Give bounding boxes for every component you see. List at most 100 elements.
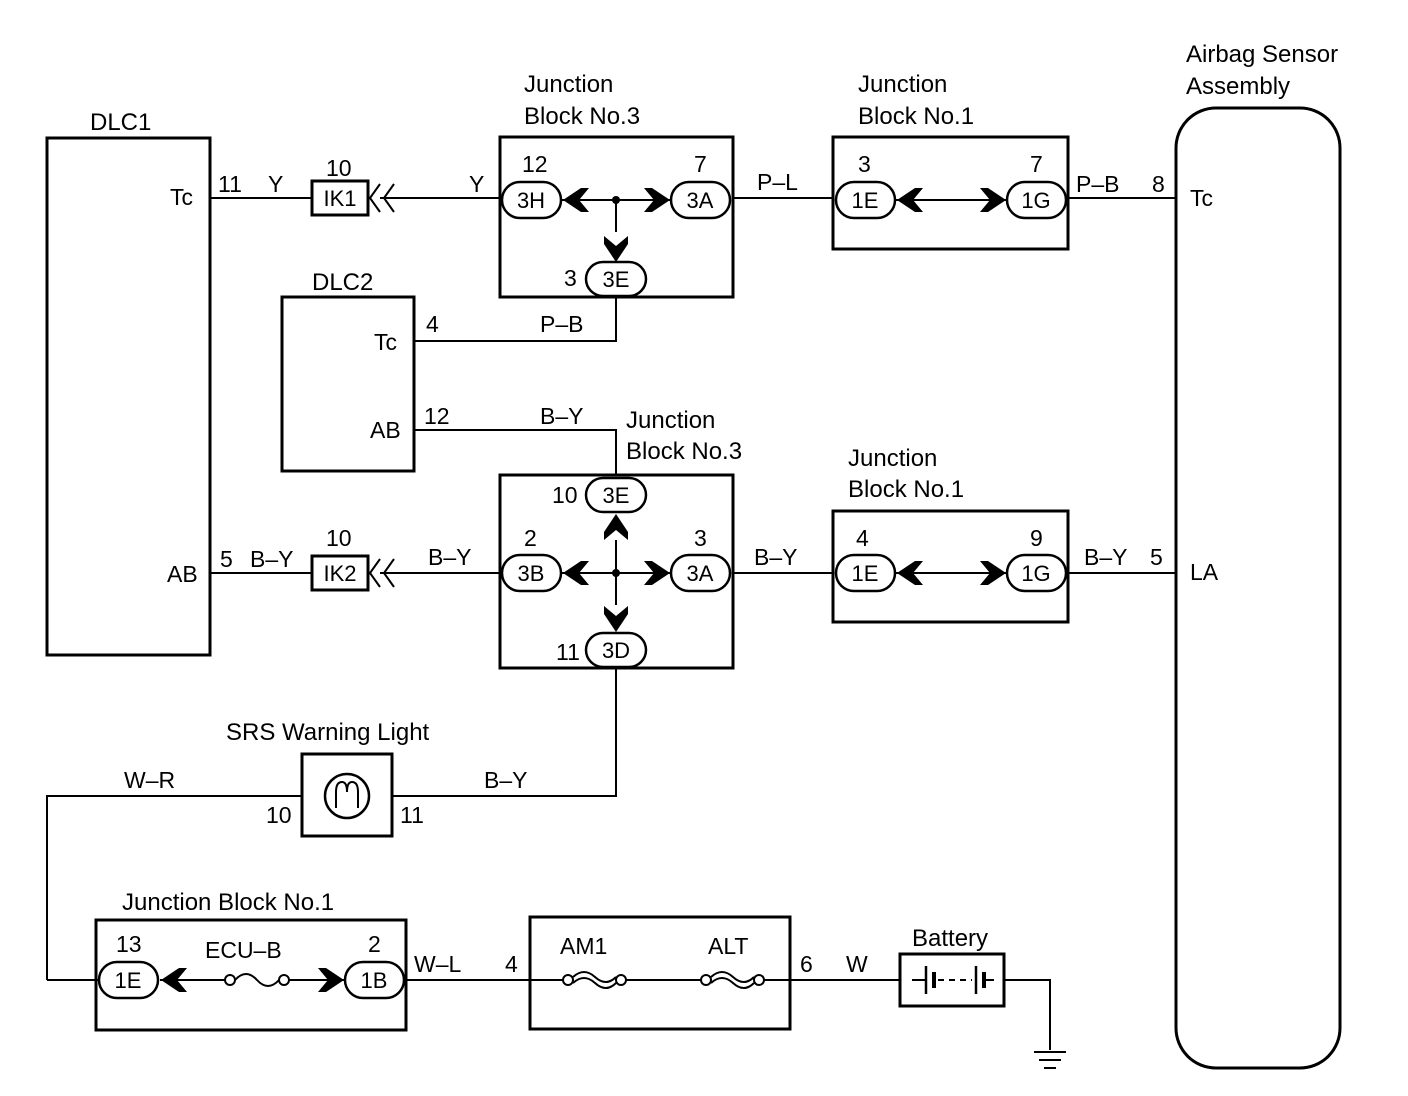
wire-dlc1-tc: Y bbox=[268, 171, 283, 197]
conn-1g-mid bbox=[1005, 553, 1068, 593]
jb1-top-title-line1: Junction bbox=[858, 71, 947, 98]
airbag-sensor-assembly: Airbag Sensor Assembly Tc LA bbox=[1174, 41, 1342, 1070]
wire-dlc1-ab: B–Y bbox=[250, 546, 293, 572]
svg-text:1G: 1G bbox=[1021, 188, 1050, 213]
conn-1e-mid bbox=[834, 553, 897, 593]
dlc1: DLC1 Tc AB bbox=[45, 109, 212, 657]
ik1-connector: 10 IK1 bbox=[310, 155, 395, 217]
jb1-mid-title-line1: Junction bbox=[848, 445, 937, 472]
airbag-title-line2: Assembly bbox=[1186, 73, 1290, 100]
pin-airbag-la: 5 bbox=[1150, 544, 1163, 570]
dlc1-title: DLC1 bbox=[90, 109, 151, 136]
dlc2: DLC2 Tc AB 4 P–B 12 B–Y bbox=[280, 269, 617, 475]
dlc1-pin-ab: AB bbox=[167, 561, 198, 587]
bulb-icon bbox=[323, 772, 371, 820]
svg-text:3A: 3A bbox=[687, 561, 714, 586]
svg-text:1G: 1G bbox=[1021, 561, 1050, 586]
pin-jb3-3e: 3 bbox=[564, 265, 577, 291]
pin-jb3-3e-mid: 10 bbox=[552, 482, 578, 508]
svg-text:1E: 1E bbox=[852, 188, 879, 213]
pin-ik2: 10 bbox=[326, 525, 352, 551]
pin-jb3-3b: 2 bbox=[524, 525, 537, 551]
dlc1-box bbox=[45, 136, 212, 657]
svg-text:1B: 1B bbox=[361, 968, 388, 993]
dlc2-box bbox=[280, 295, 416, 473]
conn-3e-mid bbox=[584, 476, 648, 514]
svg-text:1E: 1E bbox=[852, 561, 879, 586]
pin-ik1: 10 bbox=[326, 155, 352, 181]
pin-dlc2-tc: 4 bbox=[426, 311, 439, 337]
srs-title: SRS Warning Light bbox=[226, 719, 430, 746]
jb1-bottom-box bbox=[94, 918, 408, 1032]
conn-3e-top bbox=[584, 260, 648, 298]
conn-3a-mid bbox=[669, 553, 732, 593]
srs-warning-light: SRS Warning Light W–R B–Y 10 11 bbox=[46, 668, 617, 980]
dlc1-pin-tc: Tc bbox=[170, 184, 193, 210]
pin-jb1-1e-mid: 4 bbox=[856, 525, 869, 551]
pin-jb1-1e-top: 3 bbox=[858, 151, 871, 177]
ik1-label: IK1 bbox=[323, 186, 356, 211]
conn-1b bbox=[343, 960, 406, 1000]
svg-text:3A: 3A bbox=[687, 188, 714, 213]
conn-1e-bot bbox=[97, 960, 160, 1000]
conn-3b bbox=[500, 553, 563, 593]
wire-jb3-dlc2: P–B bbox=[540, 311, 583, 337]
pin-srs-in: 10 bbox=[266, 802, 292, 828]
wire-dlc2-ab: B–Y bbox=[540, 403, 583, 429]
wire-jb1-fuse: W–L bbox=[414, 951, 462, 977]
pin-fuse-in: 4 bbox=[505, 951, 518, 977]
wire-srs-left: W–R bbox=[124, 767, 175, 793]
conn-3h bbox=[500, 180, 563, 220]
wire-jb3-jb1-mid: B–Y bbox=[754, 544, 797, 570]
fuse-box: W–L 4 AM1 ALT bbox=[406, 915, 792, 1031]
svg-text:1E: 1E bbox=[115, 968, 142, 993]
pin-jb1-1g-top: 7 bbox=[1030, 151, 1043, 177]
pin-dlc1-tc: 11 bbox=[218, 171, 242, 197]
airbag-pin-tc: Tc bbox=[1190, 185, 1213, 211]
pin-jb3-3a-mid: 3 bbox=[694, 525, 707, 551]
ik2-box bbox=[310, 554, 370, 592]
wire-jb3-jb1-top: P–L bbox=[757, 169, 798, 195]
airbag-pin-la: LA bbox=[1190, 559, 1219, 585]
ik1-box bbox=[310, 179, 370, 217]
svg-text:3D: 3D bbox=[602, 638, 630, 663]
jb3-top-title-line1: Junction bbox=[524, 71, 613, 98]
conn-1g-top bbox=[1005, 180, 1068, 220]
jb1-top-title-line2: Block No.1 bbox=[858, 103, 974, 130]
svg-text:3E: 3E bbox=[603, 267, 630, 292]
pin-dlc2-ab: 12 bbox=[424, 403, 450, 429]
junction-block-1-top: Junction Block No.1 3 1E 7 1G bbox=[831, 71, 1070, 251]
jb3-mid-title-line1: Junction bbox=[626, 407, 715, 434]
svg-text:3B: 3B bbox=[518, 561, 545, 586]
pin-airbag-tc: 8 bbox=[1152, 171, 1165, 197]
fuse-am1-label: AM1 bbox=[560, 933, 607, 959]
srs-box bbox=[300, 752, 394, 838]
svg-text:3H: 3H bbox=[517, 188, 545, 213]
conn-3d bbox=[584, 631, 648, 669]
top-row-wires: 11 Y Y P–L P–B 8 bbox=[210, 169, 1176, 199]
wire-jb1-airbag-mid: B–Y bbox=[1084, 544, 1127, 570]
pin-jb3-3h: 12 bbox=[522, 151, 548, 177]
svg-text:3E: 3E bbox=[603, 483, 630, 508]
dlc2-title: DLC2 bbox=[312, 269, 373, 296]
ground-icon bbox=[1034, 1051, 1066, 1069]
conn-1e-top bbox=[834, 180, 897, 220]
pin-jb3-3a: 7 bbox=[694, 151, 707, 177]
wire-jb1-airbag-top: P–B bbox=[1076, 171, 1119, 197]
wire-ik2-jb3: B–Y bbox=[428, 544, 471, 570]
wire-fuse-batt: W bbox=[846, 951, 868, 977]
jb1-bottom-title: Junction Block No.1 bbox=[122, 889, 334, 916]
jb1-top-box bbox=[831, 135, 1070, 251]
junction-block-1-bottom: Junction Block No.1 ECU–B 13 1E 2 1B bbox=[47, 889, 408, 1032]
fuse-ecu-b-icon bbox=[224, 974, 236, 986]
fuse-ecu-b-label: ECU–B bbox=[205, 937, 282, 963]
pin-jb1-1b: 2 bbox=[368, 931, 381, 957]
junction-block-3-top: Junction Block No.3 12 3H 7 3A 3 3E bbox=[498, 71, 735, 299]
battery-icon bbox=[912, 966, 994, 994]
ik2-connector: 10 IK2 bbox=[310, 525, 395, 592]
conn-3a-top bbox=[669, 180, 732, 220]
battery-title: Battery bbox=[912, 925, 988, 952]
fuse-alt-icon bbox=[700, 974, 712, 986]
middle-row-wires: 5 B–Y B–Y B–Y B–Y 5 bbox=[210, 544, 1176, 574]
